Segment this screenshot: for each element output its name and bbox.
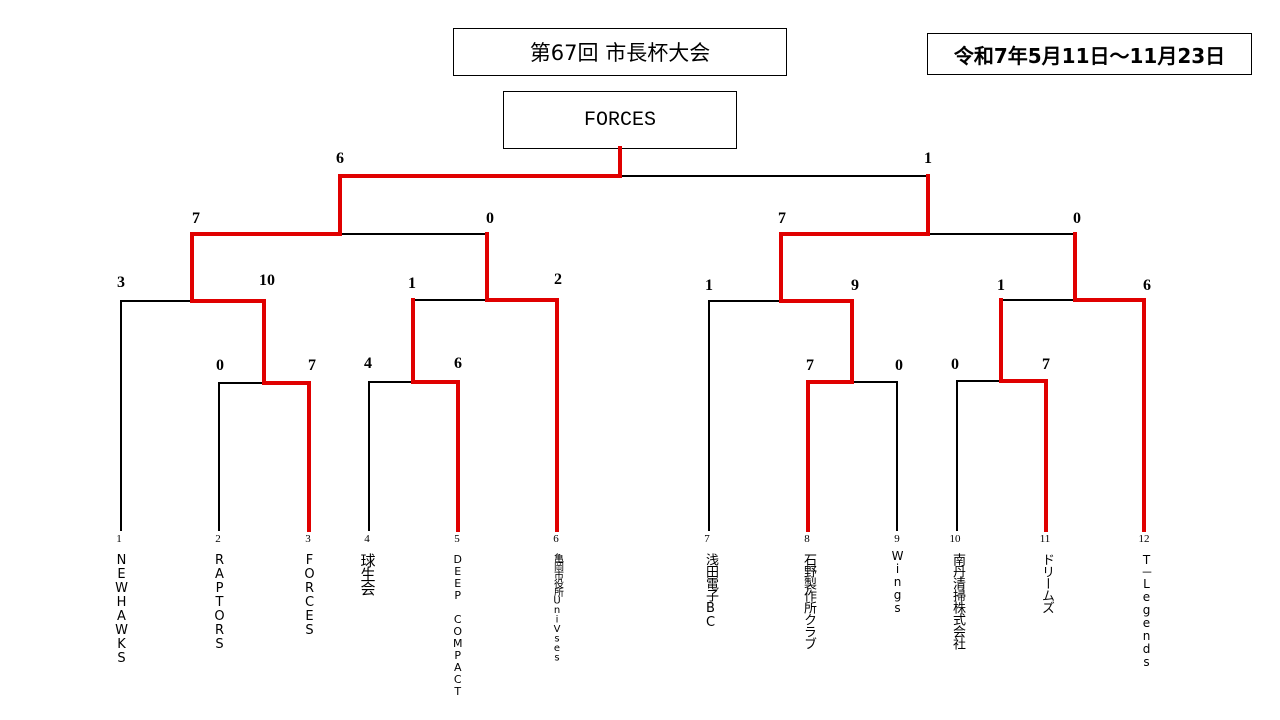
score-r1-3: 7 <box>308 357 316 374</box>
seed-number: 6 <box>553 533 559 545</box>
winner-path-11 <box>999 298 1048 532</box>
score-r1-11: 7 <box>1042 356 1050 373</box>
r2-a-line <box>120 300 265 531</box>
team-name: 浅田電子BC <box>703 553 718 629</box>
score-r1-4: 4 <box>364 355 372 372</box>
score-r2-c-1: 1 <box>705 277 713 294</box>
score-semi-right-a: 7 <box>778 210 786 227</box>
team-name: FORCES <box>302 553 317 637</box>
seed-number: 3 <box>305 533 311 545</box>
score-r2-a-2: 10 <box>259 272 275 289</box>
bracket-winner-lines <box>190 146 1146 532</box>
score-semi-left-b: 0 <box>486 210 494 227</box>
r1-8v9-line <box>851 381 898 531</box>
seed-number: 1 <box>116 533 122 545</box>
team-name: 南丹清掃株式会社 <box>950 553 965 649</box>
r1-10v11-line <box>956 380 1002 531</box>
team-name: T－Legends <box>1139 553 1154 668</box>
team-name: ドリームズ <box>1039 553 1054 613</box>
r1-4v5-line <box>368 381 414 531</box>
score-final-left: 6 <box>336 150 344 167</box>
score-r2-a-1: 3 <box>117 274 125 291</box>
r1-2v3-line <box>218 382 265 531</box>
winner-path-8 <box>779 174 930 532</box>
score-semi-left-a: 7 <box>192 210 200 227</box>
semi-right-line <box>780 233 1076 301</box>
tournament-title: 第67回 市長杯大会 <box>453 28 787 76</box>
seed-number: 10 <box>949 533 961 545</box>
team-name: 亀岡市役所UniVses <box>551 553 563 662</box>
winner-path-5 <box>411 298 460 532</box>
score-r1-8: 7 <box>806 357 814 374</box>
winner-path-forces <box>190 146 622 532</box>
team-name: DEEP COMPACT <box>451 553 465 697</box>
team-name: 石野製作所クラブ <box>801 553 816 649</box>
score-r2-b-1: 1 <box>408 275 416 292</box>
seed-number: 4 <box>364 533 370 545</box>
score-r1-10: 0 <box>951 356 959 373</box>
bracket-black-lines <box>120 175 1145 531</box>
tournament-dates: 令和7年5月11日～11月23日 <box>927 33 1252 75</box>
seed-number: 7 <box>704 533 710 545</box>
r2-c-line <box>708 300 853 531</box>
winner-path-12 <box>1073 232 1146 532</box>
final-line <box>339 175 929 235</box>
score-r2-d-1: 1 <box>997 277 1005 294</box>
score-r2-c-2: 9 <box>851 277 859 294</box>
team-name: NEWHAWKS <box>114 553 129 665</box>
score-semi-right-b: 0 <box>1073 210 1081 227</box>
seed-number: 8 <box>804 533 810 545</box>
score-r2-d-2: 6 <box>1143 277 1151 294</box>
seed-number: 2 <box>215 533 221 545</box>
team-name: RAPTORS <box>212 553 227 651</box>
seed-number: 5 <box>454 533 460 545</box>
semi-left-line <box>191 233 488 301</box>
score-r1-2: 0 <box>216 357 224 374</box>
score-r1-9: 0 <box>895 357 903 374</box>
seed-number: 11 <box>1039 533 1051 545</box>
seed-number: 9 <box>894 533 900 545</box>
champion-box: FORCES <box>503 91 737 149</box>
winner-path-6 <box>485 232 559 532</box>
score-r2-b-2: 2 <box>554 271 562 288</box>
score-r1-5: 6 <box>454 355 462 372</box>
seed-number: 12 <box>1138 533 1150 545</box>
score-final-right: 1 <box>924 150 932 167</box>
team-name: Wings <box>890 549 905 614</box>
team-name: 球生会 <box>358 553 377 595</box>
